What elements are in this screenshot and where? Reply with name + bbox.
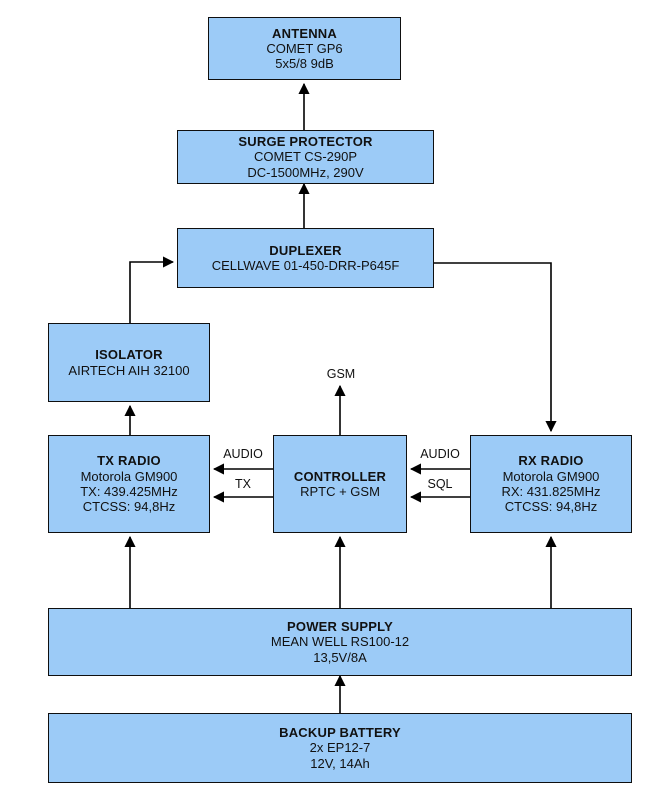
node-surge-protector-line-2: DC-1500MHz, 290V [247, 164, 364, 180]
edge-isolator-to-duplexer [129, 256, 175, 323]
node-power-supply-line-1: MEAN WELL RS100-12 [270, 634, 410, 650]
node-rx-radio-line-2: RX: 431.825MHz [501, 484, 601, 499]
node-controller-line-1: RPTC + GSM [300, 484, 380, 499]
node-backup-battery[interactable]: BACKUP BATTERY 2x EP12-7 12V, 14Ah [48, 713, 632, 783]
node-controller-title: CONTROLLER [293, 468, 387, 484]
node-duplexer[interactable]: DUPLEXER CELLWAVE 01-450-DRR-P645F [177, 228, 434, 288]
node-tx-radio-line-3: CTCSS: 94,8Hz [82, 499, 176, 515]
node-backup-battery-line-1: 2x EP12-7 [309, 740, 371, 756]
node-power-supply-line-2: 13,5V/8A [313, 649, 367, 665]
node-duplexer-title: DUPLEXER [269, 242, 342, 258]
node-rx-radio-title: RX RADIO [518, 453, 584, 469]
edge-label-audio-tx: AUDIO [223, 447, 263, 461]
node-antenna-title: ANTENNA [272, 25, 337, 41]
node-power-supply[interactable]: POWER SUPPLY MEAN WELL RS100-12 13,5V/8A [48, 608, 632, 676]
node-backup-battery-title: BACKUP BATTERY [279, 725, 401, 740]
edge-label-tx: TX [235, 477, 251, 491]
node-duplexer-line-1: CELLWAVE 01-450-DRR-P645F [211, 258, 400, 273]
edge-duplexer-to-rx [434, 262, 557, 433]
node-tx-radio-line-1: Motorola GM900 [80, 468, 178, 484]
node-rx-radio-line-3: CTCSS: 94,8Hz [504, 499, 598, 515]
node-tx-radio[interactable]: TX RADIO Motorola GM900 TX: 439.425MHz C… [48, 435, 210, 533]
node-isolator-line-1: AIRTECH AIH 32100 [68, 362, 190, 378]
node-tx-radio-line-2: TX: 439.425MHz [80, 484, 178, 499]
node-surge-protector[interactable]: SURGE PROTECTOR COMET CS-290P DC-1500MHz… [177, 130, 434, 184]
node-surge-protector-line-1: COMET CS-290P [253, 149, 358, 165]
node-isolator-title: ISOLATOR [95, 347, 163, 363]
edge-label-gsm: GSM [326, 367, 356, 381]
node-tx-radio-title: TX RADIO [97, 453, 161, 469]
edge-label-audio-rx: AUDIO [420, 447, 460, 461]
node-antenna[interactable]: ANTENNA COMET GP6 5x5/8 9dB [208, 17, 401, 80]
node-antenna-line-1: COMET GP6 [266, 40, 343, 56]
node-power-supply-title: POWER SUPPLY [287, 619, 393, 634]
node-surge-protector-title: SURGE PROTECTOR [238, 134, 373, 149]
node-backup-battery-line-2: 12V, 14Ah [310, 755, 370, 771]
node-isolator[interactable]: ISOLATOR AIRTECH AIH 32100 [48, 323, 210, 402]
edge-label-sql: SQL [427, 477, 453, 491]
node-rx-radio[interactable]: RX RADIO Motorola GM900 RX: 431.825MHz C… [470, 435, 632, 533]
node-rx-radio-line-1: Motorola GM900 [502, 468, 600, 484]
node-controller[interactable]: CONTROLLER RPTC + GSM [273, 435, 407, 533]
node-antenna-line-2: 5x5/8 9dB [275, 56, 334, 72]
